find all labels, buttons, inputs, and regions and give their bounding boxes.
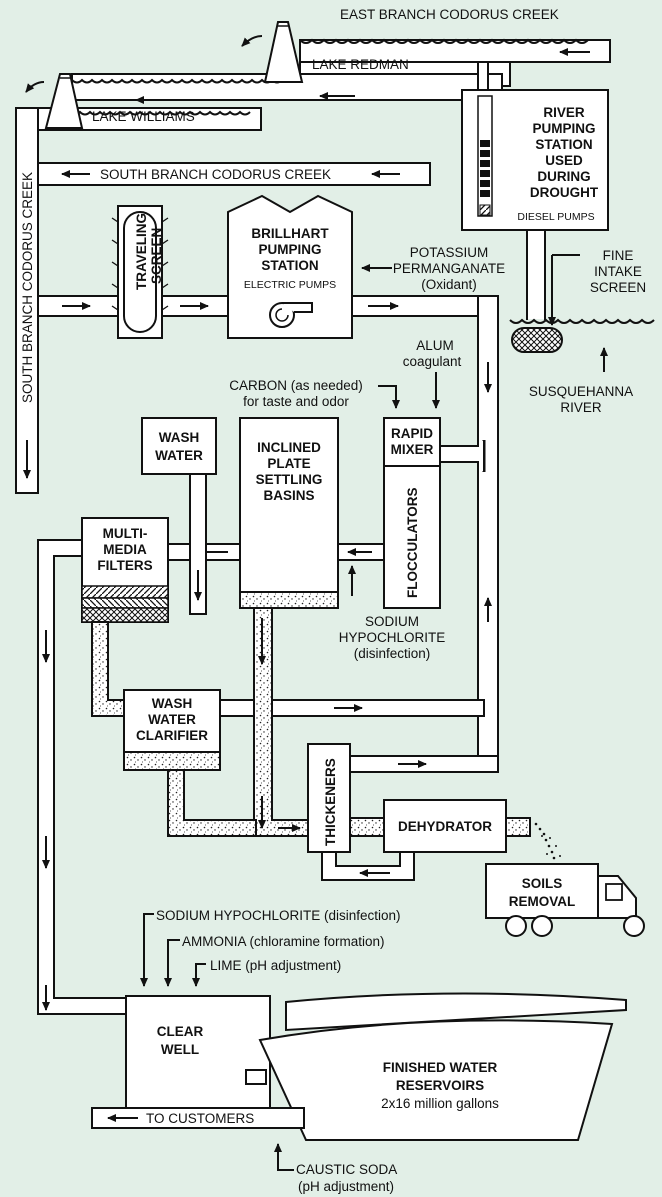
settling-line-2: PLATE [267, 456, 310, 471]
potassium-line-2: PERMANGANATE [393, 261, 505, 276]
to-customers-label: TO CUSTOMERS [146, 1111, 254, 1126]
brillhart-line-3: STATION [261, 258, 318, 273]
sodium-clearwell-label: SODIUM HYPOCHLORITE (disinfection) [156, 908, 401, 923]
to-customers-pipe [91, 1107, 305, 1129]
clarifier-line-1: WASH [152, 696, 193, 711]
filters-line-2: MEDIA [103, 542, 147, 557]
sodium-settling-line-2: HYPOCHLORITE [339, 630, 446, 645]
electric-pumps-label: ELECTRIC PUMPS [244, 279, 336, 291]
soils-removal-line-2: REMOVAL [509, 894, 576, 909]
lake-williams-dam [44, 73, 84, 129]
thickeners-label: THICKENERS [323, 758, 338, 846]
south-branch-horizontal-pipe [37, 162, 431, 186]
potassium-line-3: (Oxidant) [421, 277, 477, 292]
lime-label: LIME (pH adjustment) [210, 958, 341, 973]
south-branch-horizontal-label: SOUTH BRANCH CODORUS CREEK [100, 167, 331, 182]
lake-redman-dam [263, 21, 304, 83]
wash-water-tank [141, 417, 217, 475]
river-station-line-1: RIVER [543, 105, 585, 120]
river-station-line-2: PUMPING [532, 121, 595, 136]
inclined-plate-settling-basins [239, 417, 339, 609]
susquehanna-line-2: RIVER [560, 400, 602, 415]
lake-williams-label: LAKE WILLIAMS [92, 109, 195, 124]
alum-line-2: coagulant [403, 354, 462, 369]
caustic-line-2: (pH adjustment) [298, 1179, 394, 1194]
brillhart-line-1: BRILLHART [251, 226, 329, 241]
south-branch-vertical-label: SOUTH BRANCH CODORUS CREEK [20, 172, 35, 403]
thickeners [307, 743, 351, 853]
fine-intake-line-2: INTAKE [594, 264, 642, 279]
wash-water-line-1: WASH [159, 430, 200, 445]
dehydrator-label: DEHYDRATOR [398, 819, 492, 834]
wash-water-line-2: WATER [155, 448, 203, 463]
susquehanna-line-1: SUSQUEHANNA [529, 384, 633, 399]
settling-line-4: BASINS [263, 488, 314, 503]
ammonia-label: AMMONIA (chloramine formation) [182, 934, 385, 949]
carbon-line-1: CARBON (as needed) [229, 378, 363, 393]
clarifier-line-3: CLARIFIER [136, 728, 208, 743]
river-pump-column [477, 95, 493, 217]
east-branch-label: EAST BRANCH CODORUS CREEK [340, 7, 559, 22]
soils-removal-truck [485, 863, 645, 937]
river-station-line-5: DURING [537, 169, 590, 184]
settling-line-3: SETTLING [256, 472, 323, 487]
clear-well-line-2: WELL [161, 1042, 199, 1057]
finished-water-reservoirs [258, 1019, 614, 1141]
traveling-screen-line-2: SCREEN [149, 228, 164, 284]
lake-redman-label: LAKE REDMAN [312, 57, 409, 72]
alum-line-1: ALUM [416, 338, 454, 353]
sodium-settling-line-1: SODIUM [365, 614, 419, 629]
reservoirs-line-3: 2x16 million gallons [381, 1096, 499, 1111]
rapid-mixer-line-2: MIXER [391, 442, 434, 457]
fine-intake-line-1: FINE [603, 248, 634, 263]
traveling-screen-line-1: TRAVELING [134, 213, 149, 290]
filters-line-1: MULTI- [103, 526, 148, 541]
fine-intake-line-3: SCREEN [590, 280, 646, 295]
rapid-mixer-flocculators [383, 417, 441, 609]
sodium-settling-line-3: (disinfection) [354, 646, 431, 661]
filters-line-3: FILTERS [97, 558, 152, 573]
reservoirs-line-2: RESERVOIRS [396, 1078, 484, 1093]
sludge-spray [534, 822, 561, 860]
river-station-line-4: USED [545, 153, 583, 168]
susquehanna-river [509, 318, 655, 324]
settling-line-1: INCLINED [257, 440, 321, 455]
reservoirs-line-1: FINISHED WATER [383, 1060, 498, 1075]
clear-well [125, 995, 271, 1119]
river-station-line-3: STATION [535, 137, 592, 152]
caustic-line-1: CAUSTIC SODA [296, 1162, 397, 1177]
potassium-line-1: POTASSIUM [410, 245, 489, 260]
fine-intake-screen-shape [511, 327, 563, 353]
carbon-line-2: for taste and odor [243, 394, 349, 409]
brillhart-line-2: PUMPING [258, 242, 321, 257]
flocculators-label: FLOCCULATORS [405, 488, 420, 599]
soils-removal-line-1: SOILS [522, 876, 563, 891]
east-branch-creek [299, 38, 611, 63]
pump-icon [269, 302, 313, 328]
clear-well-line-1: CLEAR [157, 1024, 204, 1039]
finished-water-reservoirs-back [285, 992, 627, 1032]
clarifier-line-2: WATER [148, 712, 196, 727]
rapid-mixer-line-1: RAPID [391, 426, 433, 441]
diesel-pumps-label: DIESEL PUMPS [517, 211, 594, 223]
river-station-line-6: DROUGHT [530, 185, 599, 200]
